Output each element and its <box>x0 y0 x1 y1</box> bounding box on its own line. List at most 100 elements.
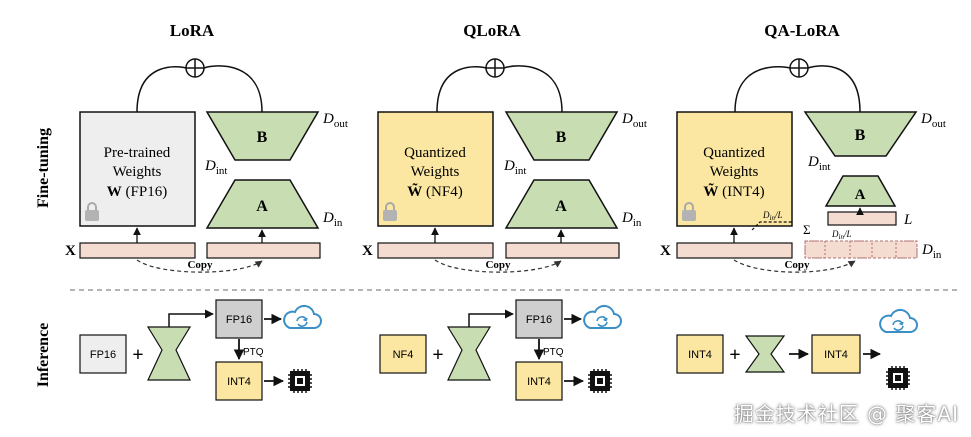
lora-weights-box <box>79 111 196 227</box>
qalora-din-over-l-mid: Din/L <box>831 229 851 241</box>
lora-d-in: Din <box>322 210 343 229</box>
qalora-matrix-b <box>803 111 918 157</box>
qlora-copy-arrow <box>434 259 562 273</box>
cloud-icon <box>583 304 622 329</box>
qlora-matrix-a <box>504 179 619 229</box>
lora-matrix-b <box>205 111 320 161</box>
qlora-inf-input-box <box>379 334 427 374</box>
qlora-weights-line1: Quantized <box>404 145 466 161</box>
qlora-inf-plus: + <box>432 344 443 366</box>
qlora-input-bar <box>377 242 494 259</box>
qlora-weights-symbol: W̃ (NF4) <box>407 183 462 200</box>
qalora-d-in: Din <box>921 242 942 261</box>
row-label-finetuning: Fine-tuning <box>35 128 52 208</box>
qalora-input-bar <box>676 242 793 259</box>
qalora-a-label: A <box>855 187 866 203</box>
lora-skip-arc <box>136 65 263 113</box>
qalora-b-label: B <box>855 127 866 144</box>
lora-inf-ptq-label: PTQ <box>243 347 264 358</box>
qalora-x-label: X <box>660 243 671 259</box>
qlora-d-in: Din <box>621 210 642 229</box>
qlora-finetune-panel: Quantized Weights W̃ (NF4) B A Dout Dint… <box>362 58 647 273</box>
qalora-group-bar <box>804 240 918 259</box>
qalora-d-out: Dout <box>920 111 946 130</box>
qalora-inf-merged-box <box>811 334 861 374</box>
lora-inf-hourglass <box>146 326 192 381</box>
lora-inf-quant-label: INT4 <box>227 376 251 388</box>
qalora-weights-symbol: W̃ (INT4) <box>703 183 764 200</box>
lora-inf-input-box <box>79 334 127 374</box>
qlora-matrix-b <box>504 111 619 161</box>
watermark: 掘金技术社区 @ 聚客AI <box>733 402 959 426</box>
qalora-inference-panel: INT4 + INT4 <box>676 308 918 391</box>
qalora-weights-line2: Weights <box>710 164 759 180</box>
qalora-copy-label: Copy <box>784 259 810 271</box>
chip-icon <box>587 368 613 394</box>
qlora-inf-hourglass <box>446 326 492 381</box>
qlora-inf-ptq-label: PTQ <box>543 347 564 358</box>
qlora-skip-arc <box>436 65 563 113</box>
qlora-inf-quant-box <box>515 361 563 401</box>
qlora-weights-box <box>377 111 494 227</box>
chip-icon <box>885 365 911 391</box>
qalora-weights-line1: Quantized <box>703 145 765 161</box>
qalora-group-bracket <box>751 221 792 231</box>
qlora-copy-label: Copy <box>485 259 511 271</box>
chip-icon <box>287 368 313 394</box>
lora-inf-plus: + <box>132 344 143 366</box>
title-lora: LoRA <box>170 21 215 40</box>
qlora-x-label: X <box>362 243 373 259</box>
qalora-d-int: Dint <box>807 154 830 173</box>
lora-inf-merge-arrow <box>168 309 214 327</box>
row-label-inference: Inference <box>35 323 52 388</box>
qlora-b-label: B <box>556 129 567 146</box>
oplus-icon <box>789 58 809 78</box>
oplus-icon <box>485 58 505 78</box>
qlora-a-label: A <box>555 198 567 215</box>
qalora-pooled-bar <box>827 211 897 226</box>
qalora-l-label: L <box>903 212 912 228</box>
qlora-inf-input-label: NF4 <box>393 349 414 361</box>
title-qalora: QA-LoRA <box>764 21 840 40</box>
qlora-inf-quant-label: INT4 <box>527 376 551 388</box>
qalora-inf-merged-label: INT4 <box>824 349 848 361</box>
qlora-d-out: Dout <box>621 111 647 130</box>
qlora-inference-panel: NF4 + FP16 PTQ INT4 <box>379 299 622 401</box>
lora-d-out: Dout <box>322 111 348 130</box>
qalora-inf-input-label: INT4 <box>688 349 712 361</box>
qalora-group-segment <box>849 240 873 259</box>
lora-d-int: Dint <box>204 158 227 177</box>
lora-weights-symbol: W (FP16) <box>107 184 167 200</box>
lora-matrix-a <box>205 179 320 229</box>
lora-b-label: B <box>257 129 268 146</box>
lora-weights-line1: Pre-trained <box>104 145 171 161</box>
qalora-skip-arc <box>734 65 861 113</box>
lora-inf-quant-box <box>215 361 263 401</box>
qalora-inf-plus: + <box>729 344 740 366</box>
qalora-inf-hourglass <box>744 335 786 373</box>
qlora-weights-line2: Weights <box>411 164 460 180</box>
qalora-din-over-l-top: Din/L <box>762 210 782 222</box>
lora-weights-line2: Weights <box>113 164 162 180</box>
qalora-weights-box <box>676 111 793 227</box>
qalora-inf-input-box <box>676 334 724 374</box>
qlora-input-copy-bar <box>505 242 620 259</box>
qlora-inf-merged-label: FP16 <box>526 314 552 326</box>
qalora-group-segment <box>804 240 826 259</box>
lora-finetune-panel: Pre-trained Weights W (FP16) B A Dout Di… <box>65 58 348 273</box>
qalora-matrix-a <box>824 175 897 207</box>
lora-inference-panel: FP16 + FP16 PTQ INT4 <box>79 299 322 401</box>
cloud-icon <box>283 304 322 329</box>
qalora-copy-arrow <box>733 259 856 273</box>
lora-input-bar <box>79 242 196 259</box>
qalora-finetune-panel: Quantized Weights W̃ (INT4) B A Dout Din… <box>660 58 946 273</box>
qlora-inf-merged-box <box>515 299 563 339</box>
title-qlora: QLoRA <box>463 21 521 40</box>
cloud-icon <box>879 308 918 333</box>
lora-inf-merged-label: FP16 <box>226 314 252 326</box>
qalora-group-segment <box>895 240 918 259</box>
lora-copy-label: Copy <box>187 259 213 271</box>
lora-a-label: A <box>256 198 268 215</box>
qalora-sigma: Σ <box>803 222 811 237</box>
qlora-d-int: Dint <box>503 158 526 177</box>
